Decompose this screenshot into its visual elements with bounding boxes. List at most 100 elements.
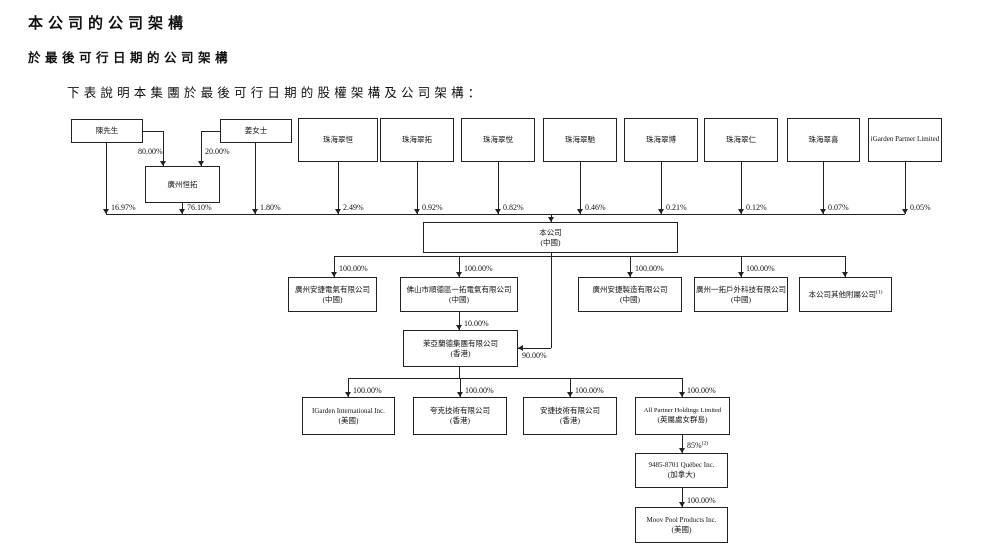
node-igarden-international: IGarden International Inc. (美國) xyxy=(302,397,395,435)
connector xyxy=(905,162,906,214)
arrowhead xyxy=(842,272,848,277)
connector xyxy=(661,162,662,214)
footnote-marker-2: (2) xyxy=(701,440,709,447)
node-other-subsidiaries: 本公司其他附屬公司(1) xyxy=(799,277,892,312)
node-all-partner-holdings: All Partner Holdings Limited (英屬處女群島) xyxy=(635,397,730,435)
connector xyxy=(570,378,571,397)
node-zhuhai-cuiren: 珠海翠仁 xyxy=(704,118,778,162)
node-zhuhai-cuituo: 珠海翠拓 xyxy=(380,118,454,162)
arrowhead xyxy=(456,272,462,277)
arrowhead xyxy=(345,392,351,397)
arrowhead xyxy=(548,217,554,222)
pct-label-company-hk: 90.00% xyxy=(522,351,547,360)
connector xyxy=(201,131,202,166)
arrowhead xyxy=(627,272,633,277)
footnote-marker-1: (1) xyxy=(876,289,883,296)
pct-label-foshan: 100.00% xyxy=(464,264,493,273)
connector xyxy=(845,256,846,277)
connector xyxy=(518,348,551,349)
arrowhead xyxy=(495,209,501,214)
arrowhead xyxy=(518,345,523,351)
node-guangzhou-etop-outdoor: 廣州一拓戶外科技有限公司 (中國) xyxy=(694,277,788,312)
node-anjie-technology: 安捷技術有限公司 (香港) xyxy=(523,397,617,435)
pct-label-chen-hengtuo: 80.00% xyxy=(138,147,163,156)
node-quark-technology: 夸克技術有限公司 (香港) xyxy=(413,397,507,435)
pct-label-igarden-partner: 0.05% xyxy=(910,203,931,212)
subsidiary-bus-line xyxy=(334,256,845,257)
arrowhead xyxy=(331,272,337,277)
pct-label-cuituo: 0.92% xyxy=(422,203,443,212)
pct-label-anjie-tech: 100.00% xyxy=(575,386,604,395)
node-mr-chen: 陳先生 xyxy=(71,119,143,143)
node-zhuhai-cuibo: 珠海翠博 xyxy=(624,118,698,162)
connector xyxy=(741,162,742,214)
pct-label-quark: 100.00% xyxy=(465,386,494,395)
arrowhead xyxy=(658,209,664,214)
connector xyxy=(682,435,683,453)
connector xyxy=(823,162,824,214)
arrowhead xyxy=(679,448,685,453)
arrowhead xyxy=(679,502,685,507)
node-foshan-etop: 佛山市順德區一拓電氣有限公司 (中國) xyxy=(400,277,518,312)
connector xyxy=(106,143,107,214)
pct-label-anjie-mfg: 100.00% xyxy=(635,264,664,273)
arrowhead xyxy=(457,392,463,397)
arrowhead xyxy=(820,209,826,214)
page-title: 本公司的公司架構 xyxy=(28,16,189,32)
arrowhead xyxy=(456,325,462,330)
intro-text: 下表說明本集團於最後可行日期的股權架構及公司架構： xyxy=(67,86,485,100)
node-guangzhou-hengtuo: 廣州恒拓 xyxy=(145,166,220,203)
pct-label-quebec: 85%(2) xyxy=(687,440,709,450)
connector xyxy=(551,253,552,348)
node-zhuhai-cuichi: 珠海翠馳 xyxy=(543,118,617,162)
pct-label-cuichi: 0.46% xyxy=(585,203,606,212)
connector xyxy=(459,312,460,330)
pct-label-anjie-elec: 100.00% xyxy=(339,264,368,273)
arrowhead xyxy=(179,209,185,214)
node-zhuhai-cuiheng: 珠海翠恒 xyxy=(298,118,378,162)
pct-label-igarden-intl: 100.00% xyxy=(353,386,382,395)
arrowhead xyxy=(738,209,744,214)
pct-label-hengtuo: 76.10% xyxy=(187,203,212,212)
pct-label-cuiyue: 0.82% xyxy=(503,203,524,212)
pct-label-cuiheng: 2.49% xyxy=(343,203,364,212)
connector xyxy=(630,256,631,277)
arrowhead xyxy=(103,209,109,214)
connector xyxy=(334,256,335,277)
node-quebec-inc: 9485-8701 Québec Inc. (加拿大) xyxy=(635,453,728,488)
arrowhead xyxy=(679,392,685,397)
arrowhead xyxy=(335,209,341,214)
connector xyxy=(201,131,220,132)
node-guangzhou-anjie-manufacturing: 廣州安捷製造有限公司 (中國) xyxy=(578,277,682,312)
connector xyxy=(182,203,183,214)
pct-label-chen: 16.97% xyxy=(111,203,136,212)
node-ms-jiang: 姜女士 xyxy=(220,119,292,143)
node-zhuhai-cuixi: 珠海翠喜 xyxy=(787,118,860,162)
connector xyxy=(338,162,339,214)
node-zhuhai-cuiyue: 珠海翠悅 xyxy=(461,118,535,162)
connector xyxy=(459,256,460,277)
pct-label-etop-outdoor: 100.00% xyxy=(746,264,775,273)
arrowhead xyxy=(198,161,204,166)
connector xyxy=(682,488,683,507)
pct-label-moov: 100.00% xyxy=(687,496,716,505)
node-guangzhou-anjie-electric: 廣州安捷電氣有限公司 (中國) xyxy=(288,277,377,312)
connector xyxy=(163,131,164,166)
arrowhead xyxy=(414,209,420,214)
arrowhead xyxy=(252,209,258,214)
connector xyxy=(417,162,418,214)
node-igarden-partner: iGarden Partner Limited xyxy=(868,118,942,162)
pct-label-jiang: 1.80% xyxy=(260,203,281,212)
pct-label-cuixi: 0.07% xyxy=(828,203,849,212)
connector xyxy=(498,162,499,214)
connector xyxy=(348,378,349,397)
node-company: 本公司 (中國) xyxy=(423,222,678,253)
arrowhead xyxy=(160,161,166,166)
overseas-bus-line xyxy=(348,378,682,379)
connector xyxy=(682,378,683,397)
section-heading: 於最後可行日期的公司架構 xyxy=(28,51,233,65)
connector xyxy=(459,367,460,378)
pct-label-cuiren: 0.12% xyxy=(746,203,767,212)
connector xyxy=(580,162,581,214)
